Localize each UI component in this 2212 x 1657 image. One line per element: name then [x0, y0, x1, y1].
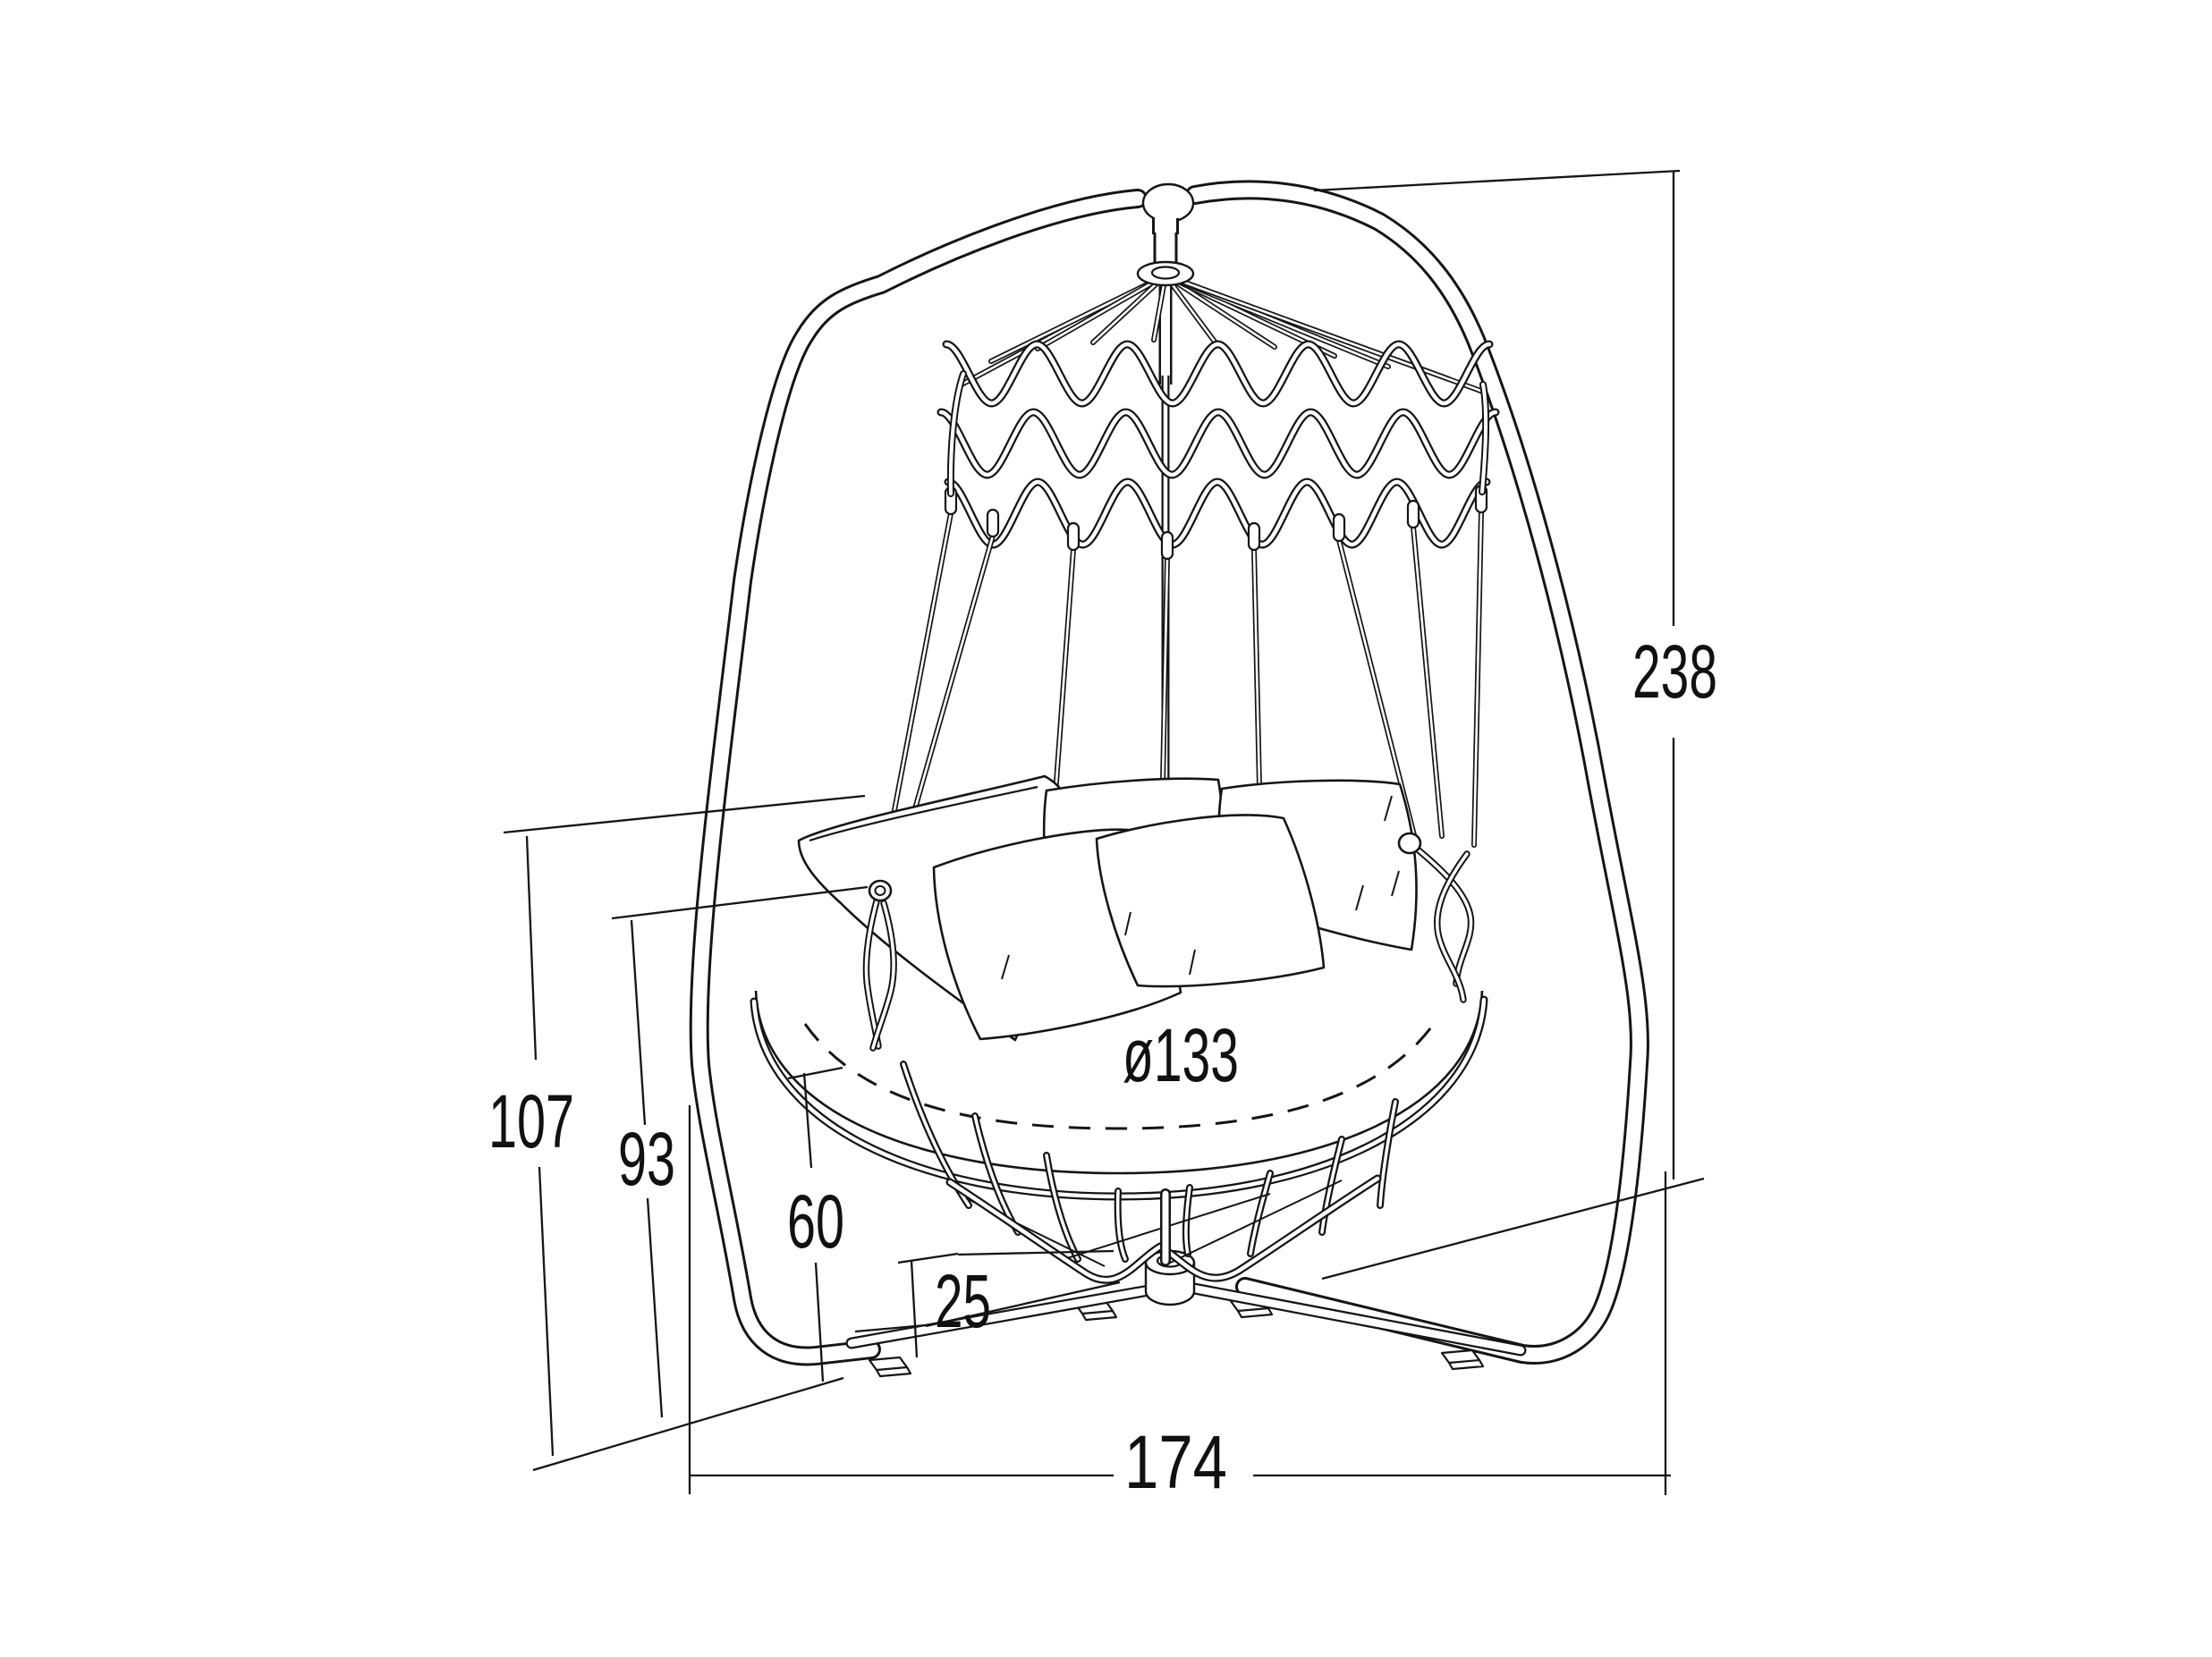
svg-text:238: 238: [1632, 630, 1717, 714]
svg-text:93: 93: [618, 1117, 675, 1201]
svg-text:25: 25: [935, 1259, 991, 1343]
svg-text:107: 107: [488, 1079, 574, 1163]
svg-text:ø133: ø133: [1123, 1013, 1239, 1097]
svg-text:174: 174: [1124, 1420, 1227, 1504]
svg-text:60: 60: [787, 1179, 844, 1264]
